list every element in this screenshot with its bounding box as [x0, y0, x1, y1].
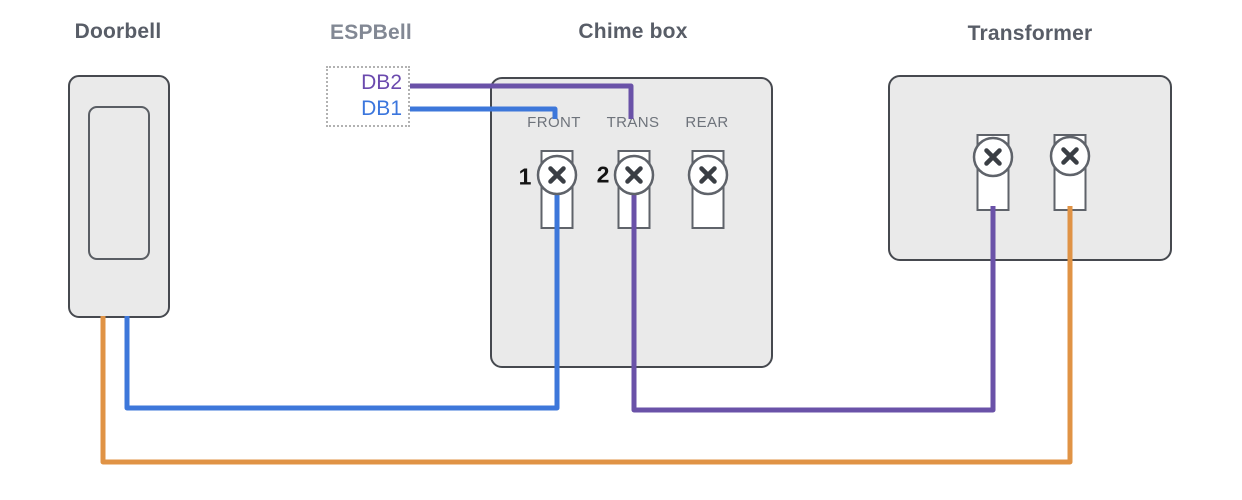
terminal-label-rear: REAR — [685, 114, 729, 131]
transformer-body — [888, 75, 1172, 261]
espbell-module: DB2 DB1 — [326, 66, 410, 127]
chime-box-title: Chime box — [578, 20, 688, 43]
transformer-title: Transformer — [967, 22, 1093, 45]
terminal-number-2: 2 — [596, 161, 610, 188]
doorbell-title: Doorbell — [74, 20, 162, 43]
terminal-label-front: FRONT — [527, 114, 581, 131]
terminal-number-1: 1 — [518, 163, 532, 190]
espbell-port-db2-label: DB2 — [361, 71, 402, 94]
espbell-title: ESPBell — [330, 21, 412, 44]
doorbell-button — [88, 106, 150, 260]
espbell-port-db1-label: DB1 — [361, 97, 402, 120]
